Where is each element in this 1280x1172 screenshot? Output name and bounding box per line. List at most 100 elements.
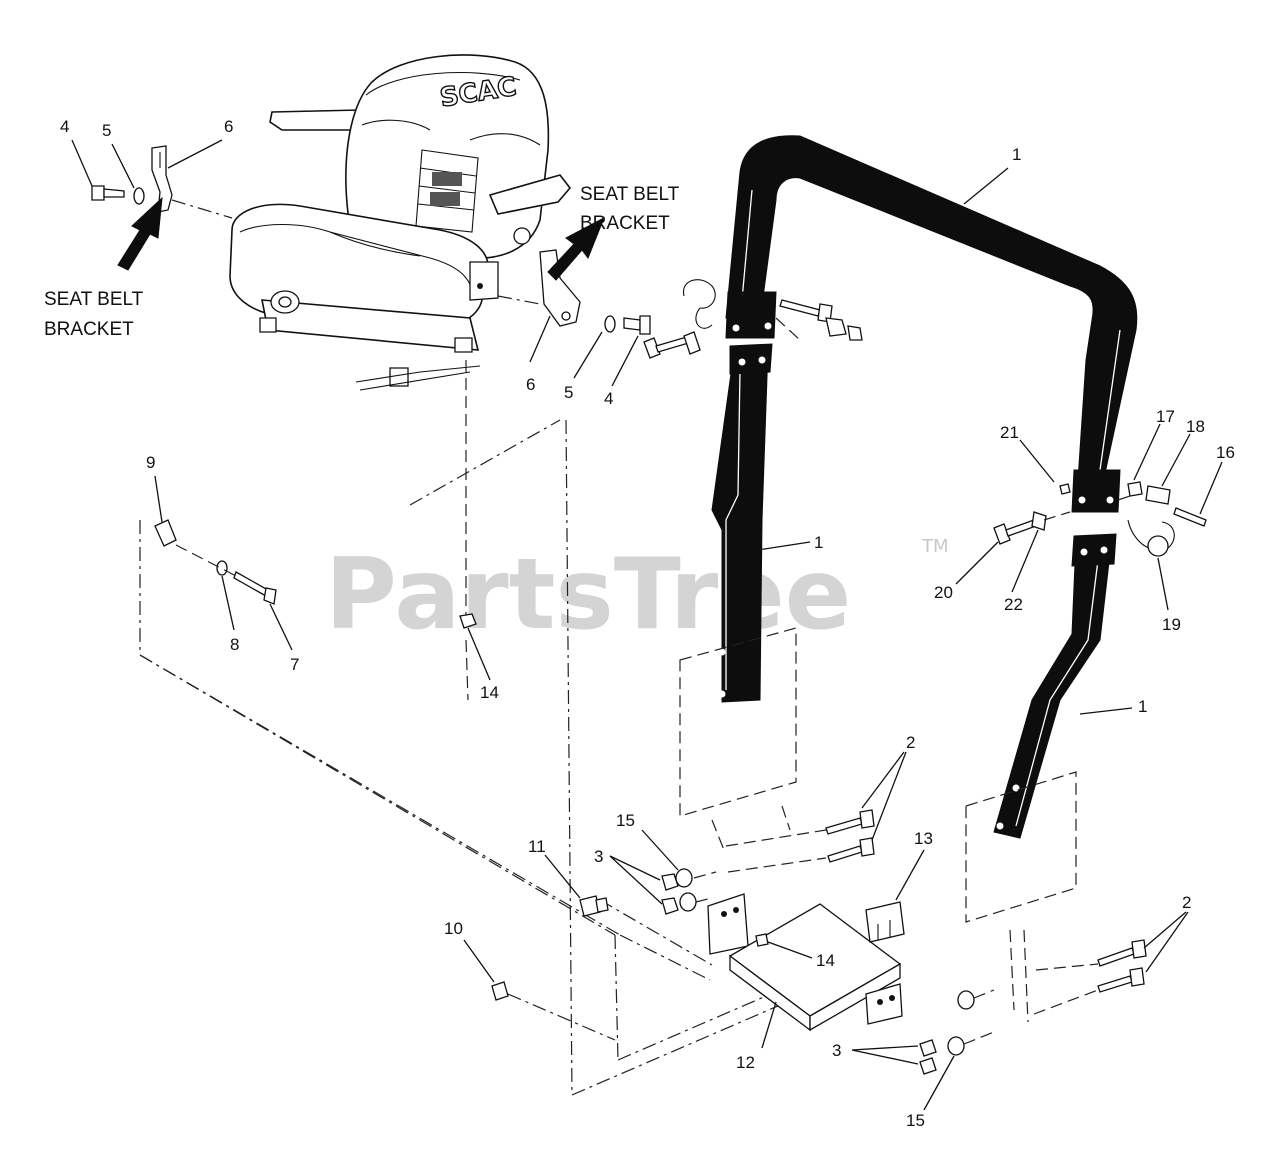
slide-rail	[355, 365, 481, 383]
armrest-knob	[513, 227, 531, 245]
centerline	[171, 199, 233, 219]
clip-22	[1031, 511, 1047, 531]
left-seat-belt-bracket	[151, 145, 173, 213]
hinge-hardware-left	[643, 279, 863, 359]
mounting-plate-assembly	[707, 893, 905, 1032]
callout-20: 20	[934, 583, 953, 602]
callout-15: 15	[616, 811, 635, 830]
leader-lines	[71, 139, 1223, 1111]
callout-11: 11	[528, 837, 546, 856]
callout-22: 22	[1004, 595, 1023, 614]
callout-1: 1	[1012, 145, 1021, 164]
callout-2: 2	[906, 733, 915, 752]
callout-12: 12	[736, 1053, 755, 1072]
right-bolt-head	[639, 315, 651, 335]
left-bolt-shank	[103, 188, 125, 198]
cushion-seam	[329, 231, 421, 257]
lower-hinge-right	[1071, 533, 1117, 567]
plate-upright-left	[707, 893, 749, 955]
right-seat-belt-bracket-group	[497, 216, 651, 335]
shim-13	[865, 901, 905, 943]
bolt-20	[993, 523, 1011, 545]
left-washer	[133, 187, 145, 205]
watermark-text: PartsTree	[325, 538, 851, 652]
seat-slide-lever	[359, 371, 471, 391]
seat-belt-arrow-right	[547, 216, 605, 281]
seat-side-bracket	[469, 261, 499, 301]
seat-belt-label-left: SEAT BELT BRACKET	[44, 289, 144, 340]
lynch-pin-19	[1147, 535, 1169, 557]
callout-14: 14	[480, 683, 499, 702]
callout-17: 17	[1156, 407, 1175, 426]
backrest-seam	[361, 119, 431, 131]
right-bolt-shank	[623, 317, 641, 331]
left-seat-belt-bracket-group	[91, 145, 233, 271]
bolt-kit-left	[154, 519, 277, 605]
bolt-7	[233, 571, 269, 597]
seat-belt-arrow-left	[117, 196, 163, 271]
centerline	[175, 544, 241, 579]
seat-belt-label-right-line1: SEAT BELT	[580, 184, 680, 205]
backrest-seam-top	[365, 72, 521, 96]
seat-belt-label-right-line2: BRACKET	[580, 213, 670, 234]
roll-bar-right-leg	[993, 533, 1117, 839]
callout-4: 4	[60, 117, 69, 136]
seat-belt-label-right: SEAT BELT BRACKET	[580, 184, 680, 234]
upper-hinge-left	[725, 291, 777, 339]
plate-upright-right	[865, 983, 903, 1025]
callout-18: 18	[1186, 417, 1205, 436]
callout-9: 9	[146, 453, 155, 472]
callout-10: 10	[444, 919, 463, 938]
callout-19: 19	[1162, 615, 1181, 634]
callout-16: 16	[1216, 443, 1235, 462]
seat-assembly: SCAC	[229, 54, 572, 391]
callout-8: 8	[230, 635, 239, 654]
nut-10	[491, 981, 509, 1001]
right-washer	[604, 315, 616, 333]
nuts-washers-upper	[661, 868, 717, 915]
callout-1: 1	[814, 533, 823, 552]
roll-bar-upper-arch	[725, 135, 1138, 513]
callout-3: 3	[594, 847, 603, 866]
decal-left	[679, 627, 797, 817]
callout-4: 4	[604, 389, 613, 408]
roll-bar-arch-tube	[725, 135, 1138, 481]
nut-14b	[755, 933, 769, 947]
seat-belt-label-left-line1: SEAT BELT	[44, 289, 144, 310]
roll-bar-right-leg-tube	[993, 535, 1113, 839]
nut-17	[1127, 481, 1143, 497]
backrest-seam	[469, 133, 541, 146]
roll-bar-left-leg	[711, 343, 773, 703]
cushion-seam	[239, 223, 473, 293]
bolt-16	[1173, 507, 1207, 527]
rubber-bumper	[154, 519, 177, 547]
callout-15: 15	[906, 1111, 925, 1130]
callout-2: 2	[1182, 893, 1191, 912]
callout-5: 5	[564, 383, 573, 402]
callout-13: 13	[914, 829, 933, 848]
callout-6: 6	[224, 117, 233, 136]
left-bolt-head	[91, 185, 105, 201]
callout-14: 14	[816, 951, 835, 970]
backrest-center-panel	[415, 149, 479, 233]
bolts-2-lower	[1033, 939, 1147, 1015]
right-seat-belt-bracket	[539, 249, 581, 327]
assembly-centerlines	[139, 360, 839, 1096]
upper-hinge-right	[1071, 469, 1121, 513]
nuts-washers-lower	[919, 989, 995, 1075]
right-armrest	[488, 174, 572, 215]
nut-14	[459, 613, 477, 629]
nut-21	[1059, 483, 1071, 495]
centerline	[497, 295, 541, 305]
washer-8	[216, 560, 228, 576]
callout-6: 6	[526, 375, 535, 394]
callout-21: 21	[1000, 423, 1019, 442]
callout-7: 7	[290, 655, 299, 674]
hinge-hardware-right	[993, 481, 1207, 557]
watermark-tm: TM	[921, 536, 949, 557]
decal-outlines	[679, 627, 1077, 1023]
callout-3: 3	[832, 1041, 841, 1060]
callout-1: 1	[1138, 697, 1147, 716]
bolts-2-upper	[725, 809, 875, 873]
